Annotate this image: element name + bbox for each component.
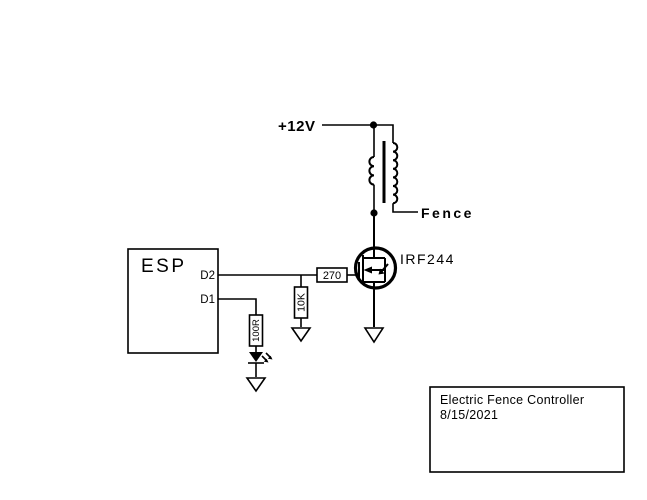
title-block: Electric Fence Controller 8/15/2021	[429, 386, 625, 473]
mosfet-body-circle	[353, 246, 398, 290]
fence-label: Fence	[421, 205, 474, 221]
gate-network: 270 10K	[218, 267, 359, 343]
led-ray-1-arrowhead	[263, 358, 269, 363]
mosfet-source-tap	[363, 281, 385, 288]
led-ray-2-arrowhead	[267, 355, 273, 360]
led-branch: 100R	[245, 314, 273, 393]
secondary-top-lead	[373, 124, 394, 143]
title-block-title: Electric Fence Controller	[440, 393, 584, 407]
title-block-date: 8/15/2021	[440, 408, 498, 422]
mosfet-body-diode-arrow	[378, 268, 385, 275]
secondary-bottom-lead	[392, 203, 418, 213]
transformer: Fence	[368, 124, 474, 221]
d1-wire	[218, 298, 257, 315]
secondary-coil	[392, 142, 399, 205]
esp-module: ESP D2 D1	[127, 248, 257, 354]
mosfet-label: IRF244	[400, 251, 455, 267]
mosfet-body-diode-line	[380, 263, 389, 273]
mosfet: IRF244	[353, 213, 455, 344]
esp-box	[127, 248, 219, 354]
resistor-100r-label: 100R	[251, 319, 262, 342]
resistor-270-label: 270	[323, 270, 341, 282]
esp-label: ESP	[141, 256, 187, 277]
ground-symbol-pulldown	[290, 327, 312, 343]
pin-d1-label: D1	[200, 294, 215, 306]
resistor-10k-label: 10K	[296, 293, 308, 312]
title-block-border	[429, 386, 625, 473]
mosfet-drain-tap	[363, 250, 385, 259]
supply-net: +12V	[278, 118, 378, 135]
ground-symbol-led	[245, 377, 267, 393]
supply-label: +12V	[278, 118, 315, 135]
primary-coil	[368, 156, 375, 186]
ground-symbol-mosfet	[363, 327, 385, 344]
pin-d2-label: D2	[200, 270, 215, 282]
led-triangle	[249, 352, 263, 362]
mosfet-arrow	[363, 266, 372, 274]
